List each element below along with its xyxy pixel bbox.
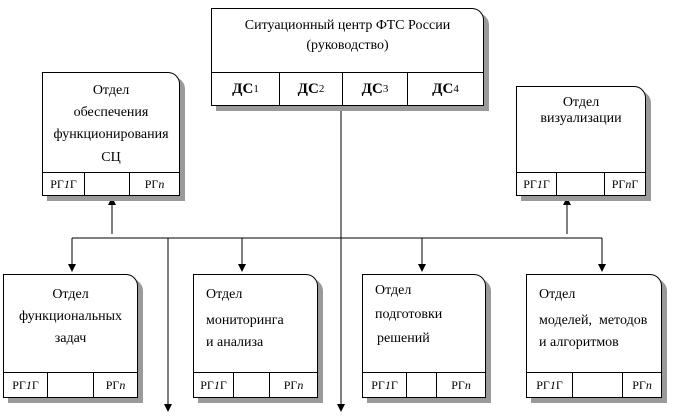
decisions-dept-line-2: подготовки xyxy=(375,307,443,322)
visual-dept-line-1: Отдел xyxy=(562,95,600,110)
functional-rg-middle xyxy=(48,373,94,397)
functional-dept-line-1: Отдел xyxy=(52,287,89,302)
support-dept-line-3: функционирования xyxy=(53,127,169,142)
models-dept-line-1: Отдел xyxy=(539,287,576,302)
models-rg-middle xyxy=(573,373,623,397)
support-dept-node: Отдел обеспечения функционирования СЦ РГ… xyxy=(42,72,185,201)
monitoring-dept-line-3: и анализа xyxy=(206,335,264,350)
top-title: Ситуационный центр ФТС России xyxy=(244,18,451,33)
visual-dept-line-2: визуализации xyxy=(540,111,622,126)
support-dept-line-2: обеспечения xyxy=(73,105,149,120)
visual-rg-middle xyxy=(557,173,605,195)
decisions-dept-line-1: Отдел xyxy=(375,283,412,298)
support-dept-line-1: Отдел xyxy=(92,83,130,98)
top-node-box: Ситуационный центр ФТС России (руководст… xyxy=(211,8,484,106)
decisions-rg-middle xyxy=(407,373,437,397)
monitoring-dept-line-1: Отдел xyxy=(206,287,243,302)
top-node: Ситуационный центр ФТС России (руководст… xyxy=(211,8,489,111)
support-dept-line-4: СЦ xyxy=(101,150,121,165)
monitoring-dept-line-2: мониторинга xyxy=(206,313,284,328)
monitoring-rg-middle xyxy=(234,373,270,397)
decisions-dept-line-3: решений xyxy=(377,331,430,346)
models-dept-line-2: моделей, методов xyxy=(539,313,648,328)
top-subtitle: (руководство) xyxy=(306,38,389,53)
functional-dept-line-2: функциональных xyxy=(18,309,123,324)
support-rg-middle xyxy=(85,173,130,195)
functional-dept-line-3: задач xyxy=(54,331,87,346)
support-dept-box: Отдел обеспечения функционирования СЦ РГ… xyxy=(42,72,180,196)
models-dept-line-3: и алгоритмов xyxy=(539,335,619,350)
